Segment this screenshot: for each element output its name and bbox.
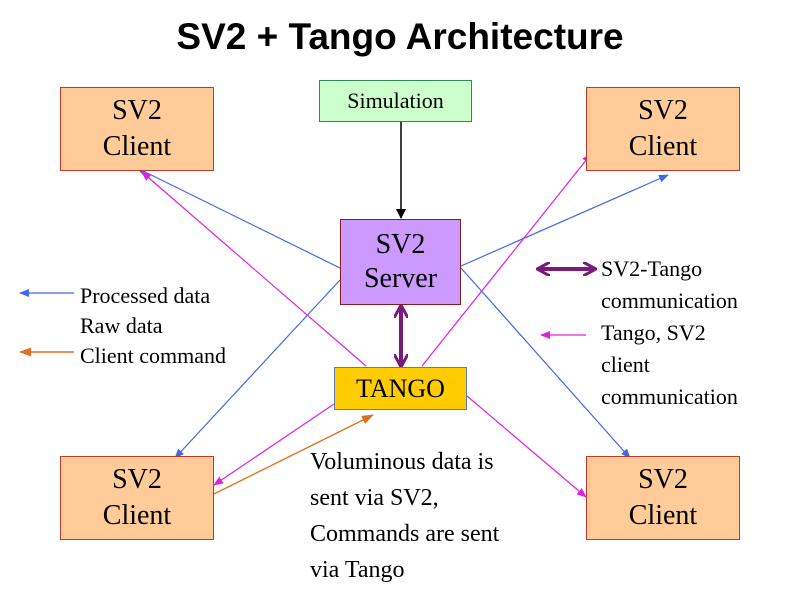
- note-line1: Voluminous data is: [310, 449, 494, 475]
- simulation-box: Simulation: [319, 80, 472, 122]
- legend-sv2-tango-line1: SV2-Tango: [601, 256, 703, 281]
- legend-command-text: Client command: [80, 343, 227, 368]
- diagram-title: SV2 + Tango Architecture: [176, 16, 624, 57]
- sv2-client-top-left: SV2 Client: [60, 87, 214, 171]
- sv2-server-box: SV2 Server: [340, 219, 461, 305]
- sv2-client-label: SV2 Client: [102, 94, 172, 162]
- sv2-client-label: SV2 Client: [628, 463, 698, 531]
- simulation-label: Simulation: [347, 88, 444, 113]
- legend-left: Processed data Raw data Client command: [80, 281, 226, 371]
- server-to-client-tr-arrow: [460, 174, 669, 267]
- legend-sv2-tango-line2: communication: [601, 288, 738, 313]
- tango-to-client-br-arrow: [466, 395, 587, 498]
- sv2-client-bottom-right: SV2 Client: [586, 456, 740, 540]
- client-command-arrow: [213, 414, 374, 495]
- sv2-client-label: SV2 Client: [628, 94, 698, 162]
- server-to-client-tl-arrow: [136, 167, 341, 269]
- note-line4: via Tango: [310, 557, 405, 583]
- note-line3: Commands are sent: [310, 521, 500, 547]
- server-label-line1: SV2: [375, 229, 426, 261]
- server-to-client-br-arrow: [460, 267, 631, 459]
- sv2-client-bottom-left: SV2 Client: [60, 456, 214, 540]
- legend-tango-client-line3: communication: [601, 384, 738, 409]
- tango-box: TANGO: [334, 367, 467, 410]
- tango-to-client-bl-arrow: [213, 403, 335, 486]
- legend-processed-text: Processed data: [80, 283, 211, 308]
- legend-tango-client-line2: client: [601, 352, 650, 377]
- legend-sv2-tango: SV2-Tango communication Tango, SV2 clien…: [601, 253, 738, 413]
- tango-to-client-tl-arrow: [141, 171, 367, 367]
- sv2-client-label: SV2 Client: [102, 463, 172, 531]
- tango-to-client-tr-arrow: [421, 153, 592, 367]
- tango-label: TANGO: [356, 373, 445, 403]
- server-to-client-bl-arrow: [174, 279, 341, 459]
- legend-tango-client-line1: Tango, SV2: [601, 320, 706, 345]
- explanation-note: Voluminous data is sent via SV2, Command…: [310, 444, 499, 588]
- note-line2: sent via SV2,: [310, 485, 439, 511]
- server-label-line2: Server: [363, 263, 438, 294]
- sv2-client-top-right: SV2 Client: [586, 87, 740, 171]
- legend-raw-text: Raw data: [80, 313, 163, 338]
